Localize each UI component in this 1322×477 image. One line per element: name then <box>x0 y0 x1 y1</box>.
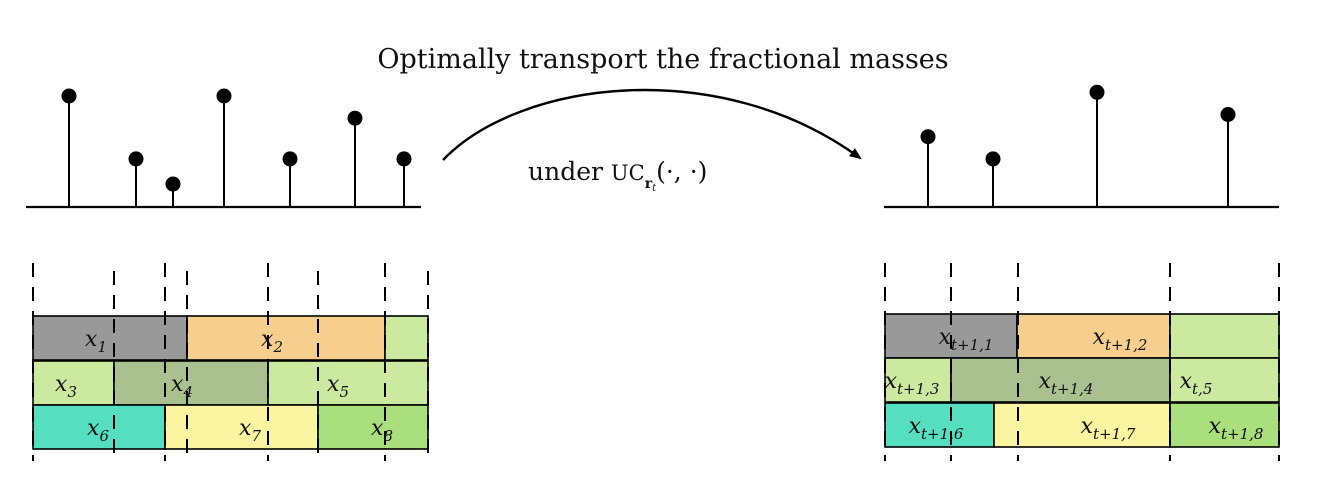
mass-label: x4 <box>171 372 193 401</box>
mass-label-subscript: 1 <box>97 338 107 356</box>
mass-label-base: x <box>1081 414 1094 439</box>
stem-dot <box>347 110 363 126</box>
stem-dot <box>128 151 144 167</box>
mass-block <box>384 315 429 361</box>
stem-dot <box>282 151 298 167</box>
mass-block <box>32 315 188 361</box>
mass-label: xt+1,8 <box>1209 414 1264 443</box>
mass-block <box>186 315 386 361</box>
mass-label-subscript: 5 <box>339 383 349 401</box>
stem-dot <box>165 176 181 192</box>
stem-dot <box>1220 107 1236 122</box>
mass-label-subscript: t+1,7 <box>1093 425 1136 443</box>
mass-label-subscript: 4 <box>182 383 193 401</box>
mass-label: xt,5 <box>1180 369 1213 398</box>
mass-block <box>1169 313 1280 359</box>
mass-label-subscript: 2 <box>272 338 283 356</box>
mass-label: x2 <box>261 327 283 356</box>
mass-label: x8 <box>371 416 393 445</box>
mass-label: x5 <box>327 372 349 401</box>
mass-label-base: x <box>1209 414 1222 439</box>
mass-label-base: x <box>171 372 184 397</box>
mass-label-base: x <box>909 414 922 439</box>
stem-dot <box>985 151 1001 167</box>
mass-label: xt+1,6 <box>909 414 964 443</box>
uc-arguments: (·, ·) <box>656 157 707 186</box>
mass-label-base: x <box>939 325 952 350</box>
mass-label-base: x <box>239 416 252 441</box>
mass-label: x1 <box>85 327 107 356</box>
mass-block <box>1169 357 1280 403</box>
mass-block <box>884 357 952 403</box>
mass-label-subscript: t+1,3 <box>897 380 939 398</box>
mass-label-subscript: t+1,4 <box>1051 380 1093 398</box>
mass-label: xt+1,2 <box>1093 325 1148 354</box>
mass-label-subscript: t+1,1 <box>951 336 993 354</box>
mass-label-subscript: t,5 <box>1192 380 1212 398</box>
uc-function: UC <box>611 161 645 185</box>
mass-label-base: x <box>55 372 68 397</box>
mass-block <box>267 360 429 406</box>
target-stem-plot <box>884 84 1279 209</box>
under-text: under <box>528 157 611 186</box>
mass-label-base: x <box>1180 369 1193 394</box>
mass-label-subscript: t+1,6 <box>921 425 964 443</box>
mass-block <box>884 402 995 448</box>
diagram-title: Optimally transport the fractional masse… <box>377 44 948 75</box>
mass-label: x7 <box>239 416 261 445</box>
mass-label-base: x <box>85 327 98 352</box>
stem-dot <box>396 151 412 167</box>
mass-label-subscript: t+1,2 <box>1105 336 1147 354</box>
mass-block <box>993 402 1171 448</box>
mass-label-base: x <box>261 327 274 352</box>
stem-dot <box>920 129 936 145</box>
mass-label-base: x <box>371 416 384 441</box>
stem-dot <box>216 88 232 104</box>
mass-label: x6 <box>87 416 109 445</box>
mass-label: xt+1,1 <box>939 325 994 354</box>
mass-block <box>164 404 319 450</box>
mass-label: xt+1,3 <box>885 369 940 398</box>
source-stem-plot <box>26 88 421 209</box>
mass-label-subscript: 3 <box>67 383 77 401</box>
transport-arrow <box>442 88 862 161</box>
mass-label-base: x <box>885 369 898 394</box>
stem-dot <box>1089 84 1105 100</box>
mass-label-subscript: 7 <box>251 427 261 445</box>
mass-label-base: x <box>1093 325 1106 350</box>
stem-dot <box>61 88 77 104</box>
mass-label: xt+1,4 <box>1039 369 1094 398</box>
mass-label: xt+1,7 <box>1081 414 1136 443</box>
transport-cost-label: under UCrt(·, ·) <box>528 157 707 194</box>
mass-block <box>1169 402 1280 448</box>
mass-block <box>32 360 115 406</box>
mass-block <box>950 357 1171 403</box>
mass-label-subscript: 6 <box>99 427 109 445</box>
mass-label-base: x <box>87 416 100 441</box>
mass-label-base: x <box>1039 369 1052 394</box>
mass-label-subscript: 8 <box>383 427 393 445</box>
mass-label-subscript: t+1,8 <box>1221 425 1263 443</box>
mass-label: x3 <box>55 372 77 401</box>
uc-subscript-r: r <box>645 176 653 192</box>
mass-label-base: x <box>327 372 340 397</box>
uc-subscript-t: t <box>652 183 657 194</box>
